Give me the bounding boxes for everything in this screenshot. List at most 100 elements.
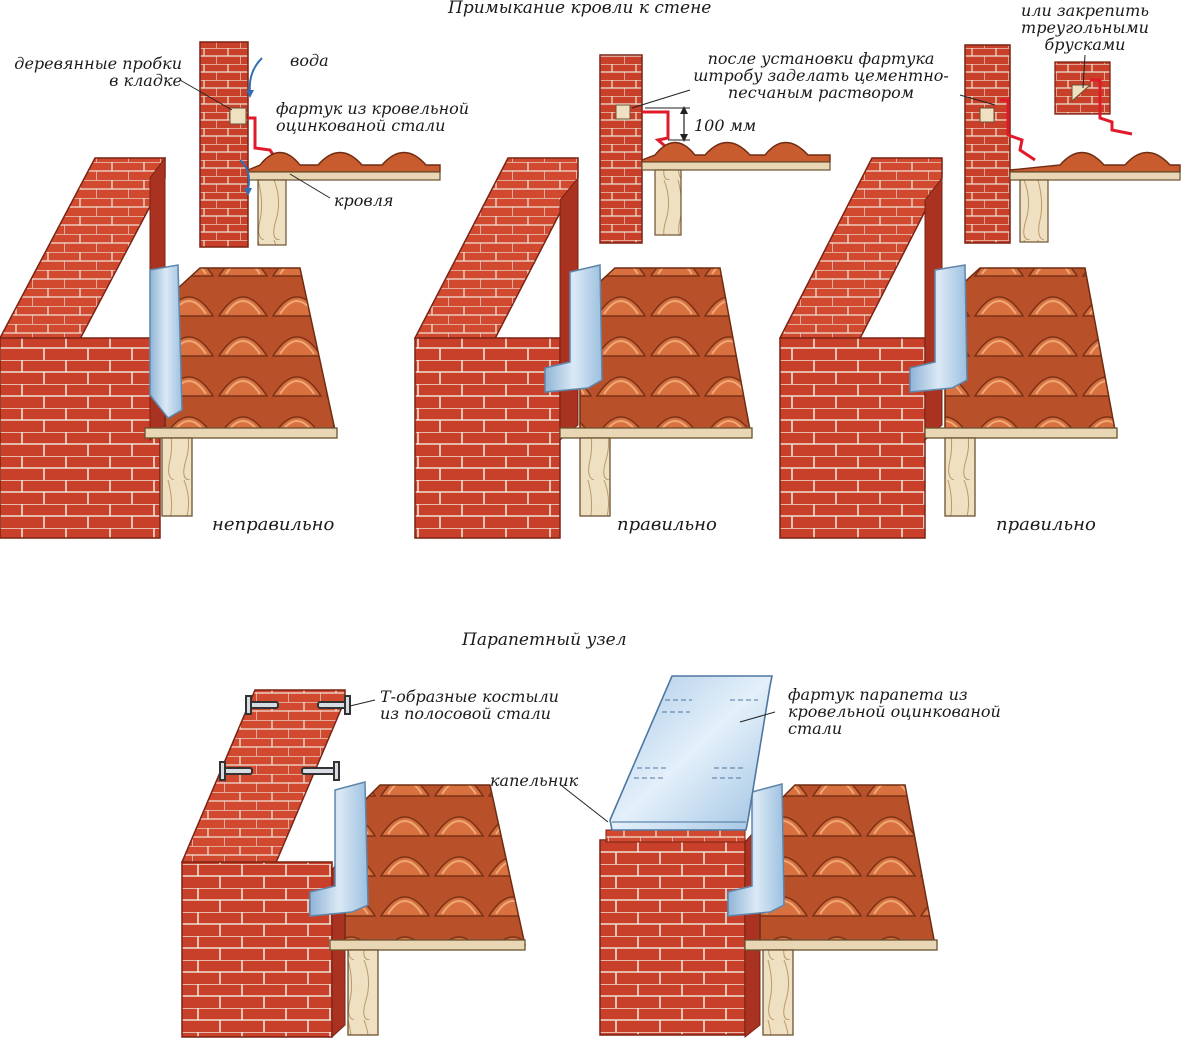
wall-front: [599, 839, 746, 1036]
flashing-strip: [544, 264, 603, 393]
roof-tiles: [944, 267, 1116, 431]
wall-top-under-apron: [605, 829, 746, 843]
leader-roofing: [289, 173, 331, 199]
section-detail-2: [599, 54, 831, 244]
wall-top: [778, 157, 943, 359]
label-line: стали: [788, 719, 843, 738]
parapet-apron: [561, 675, 938, 1039]
wood-plug: [229, 107, 247, 125]
label-wood-plugs: деревянные пробки в кладке: [0, 55, 182, 89]
label-line: брусками: [1044, 35, 1126, 54]
wall-front: [181, 861, 333, 1038]
label-line: кровельной оцинкованой: [788, 702, 1001, 721]
red-apron: [1000, 98, 1036, 162]
label-water: вода: [290, 51, 329, 70]
flashing-strip: [149, 264, 183, 419]
label-t-brackets: Т-образные костыли из полосовой стали: [380, 688, 559, 722]
label-drip: капельник: [490, 771, 579, 790]
wall-front: [0, 337, 161, 539]
rafter-section: [654, 169, 682, 236]
wood-plug: [615, 104, 631, 120]
leader-mortar: [631, 89, 691, 109]
flashing-strip: [909, 264, 968, 393]
label-parapet-apron: фартук парапета из кровельной оцинковано…: [788, 686, 1001, 737]
label-line: Т-образные костыли: [380, 687, 559, 706]
roof-deck: [924, 427, 1118, 439]
label-line: штробу заделать цементно-: [693, 66, 949, 85]
label-line: или закрепить: [1021, 1, 1149, 20]
wall-3d-correct-1: [413, 157, 753, 539]
wall-front: [779, 337, 926, 539]
label-line: фартук парапета из: [788, 685, 968, 704]
water-arrow-top: [248, 57, 263, 93]
section-detail-3: [959, 44, 1181, 244]
wall-section: [599, 54, 643, 244]
label-line: песчаным раствором: [727, 83, 915, 102]
label-line: фартук из кровельной: [276, 99, 470, 118]
tile-section: [1009, 151, 1181, 173]
leader-triangular: [1082, 54, 1086, 89]
t-bracket: [219, 695, 351, 781]
wall-front: [414, 337, 561, 539]
label-line: деревянные пробки: [14, 54, 182, 73]
label-apron-steel: фартук из кровельной оцинкованой стали: [276, 100, 469, 134]
red-apron: [642, 110, 673, 154]
water-arrow-head-2: [244, 188, 252, 196]
tile-section: [247, 151, 441, 173]
roof-deck: [144, 427, 338, 439]
label-line: треугольными: [1021, 18, 1149, 37]
wall-section: [964, 44, 1011, 244]
rafter: [347, 949, 379, 1036]
label-triangular: или закрепить треугольными брусками: [1010, 2, 1160, 53]
verdict-correct-2: правильно: [996, 514, 1096, 535]
parapet-brackets: [180, 689, 526, 1039]
rafter: [161, 437, 193, 517]
label-distance: 100 мм: [694, 116, 757, 135]
rafter: [762, 949, 794, 1036]
roof-tiles: [579, 267, 751, 431]
leader-mortar-3: [959, 94, 996, 106]
deck-section: [247, 171, 441, 181]
leader-plugs: [179, 79, 233, 111]
leader-brackets: [349, 699, 376, 707]
water-arrow-bottom: [239, 159, 250, 191]
water-arrow-head: [246, 90, 254, 98]
triangular-batten: [1071, 84, 1092, 103]
label-line: из полосовой стали: [380, 704, 551, 723]
label-line: в кладке: [109, 71, 182, 90]
label-roofing: кровля: [334, 191, 394, 210]
inset-red-apron: [1090, 78, 1133, 136]
verdict-correct-1: правильно: [617, 514, 717, 535]
leader-drip: [561, 785, 609, 823]
wood-plug: [979, 107, 995, 123]
wall-section: [199, 41, 249, 248]
roof-deck: [744, 939, 938, 951]
roof-deck: [329, 939, 526, 951]
roof-tiles: [164, 267, 336, 431]
label-line: оцинкованой стали: [276, 116, 446, 135]
dim-arrow-up: [680, 106, 688, 114]
apron-sheet: [609, 675, 773, 831]
deck-section: [641, 161, 831, 171]
flashing-strip: [309, 781, 369, 917]
wall-3d-incorrect: [0, 156, 338, 539]
section-detail-1: [179, 41, 441, 248]
roof-deck: [559, 427, 753, 439]
deck-section: [1009, 171, 1181, 181]
label-after-install: после установки фартука штробу заделать …: [682, 50, 960, 101]
rafter: [944, 437, 976, 517]
roof-tiles: [759, 784, 936, 946]
roof-tiles: [344, 784, 526, 946]
dim-arrow-down: [680, 134, 688, 142]
wall-3d-correct-2: [778, 157, 1118, 539]
tile-section: [641, 141, 831, 163]
rafter-section: [257, 179, 287, 246]
rafter-section: [1019, 179, 1049, 243]
section1-title: Примыкание кровли к стене: [448, 0, 712, 18]
apron-seams: [634, 699, 758, 779]
leader-apron: [739, 711, 776, 723]
label-line: после установки фартука: [707, 49, 935, 68]
verdict-incorrect: неправильно: [212, 514, 335, 535]
wall-top: [180, 689, 346, 873]
